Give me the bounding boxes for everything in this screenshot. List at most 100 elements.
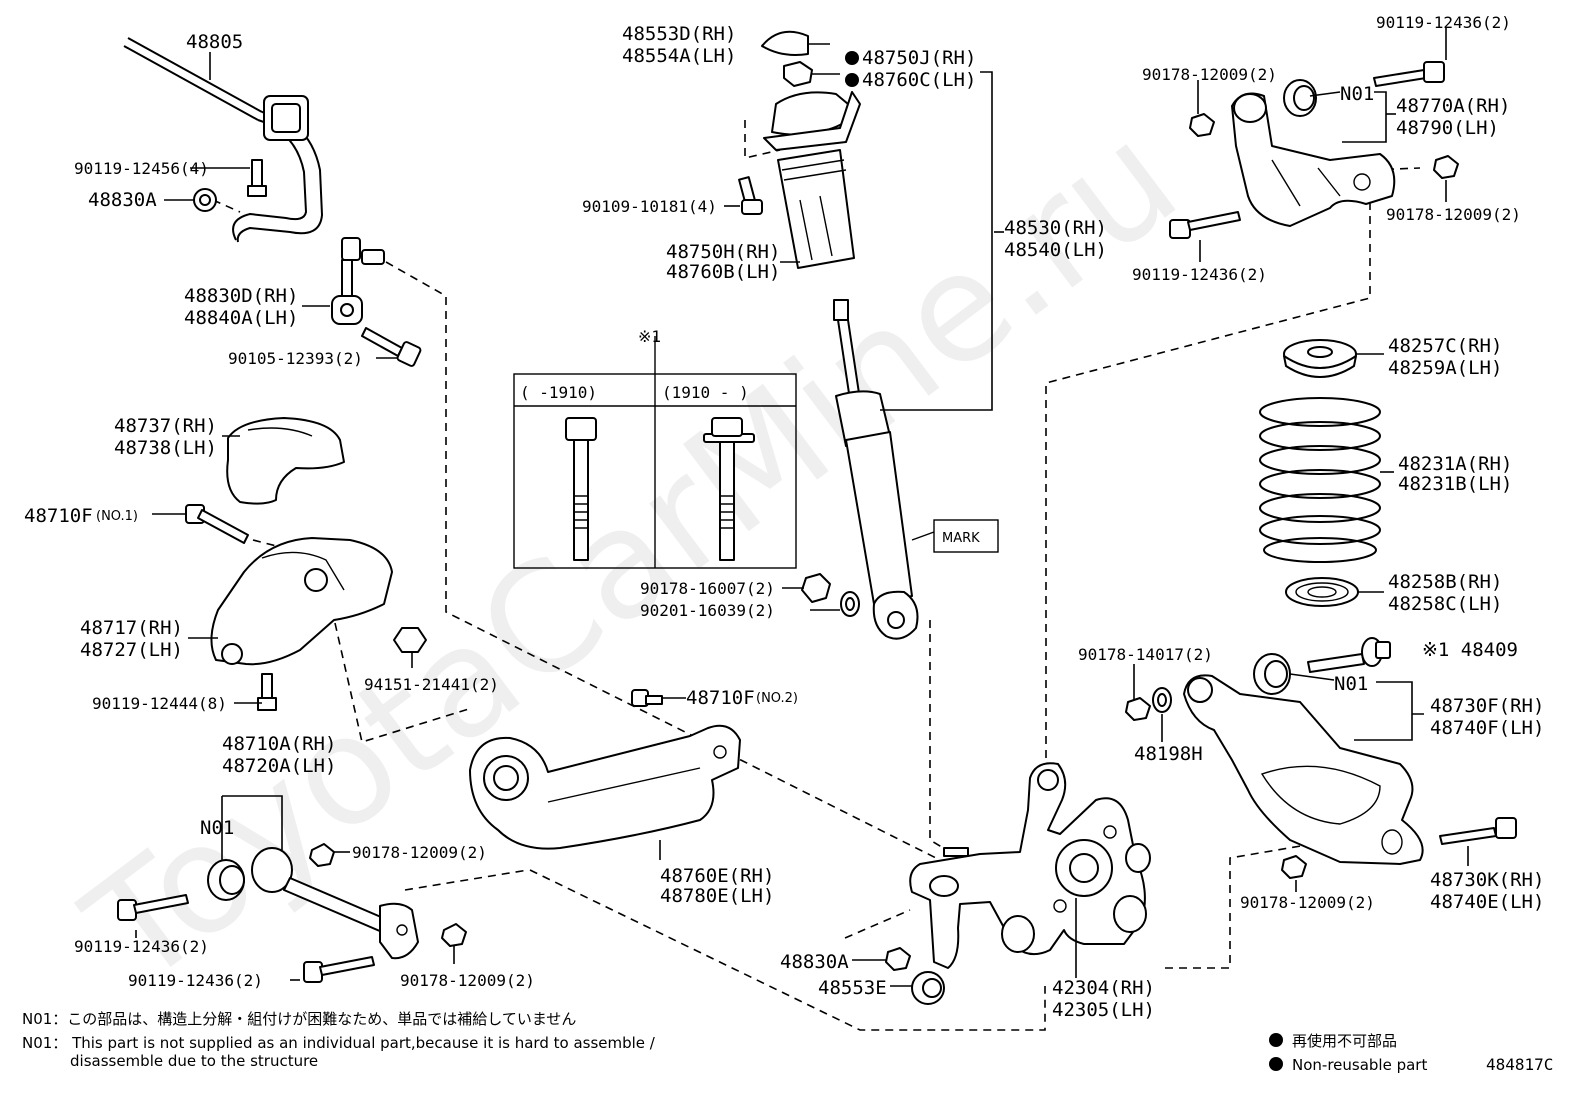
upper-spring-insulator [1283, 339, 1357, 378]
label-mark: MARK [942, 531, 980, 546]
knuckle-nut [885, 947, 911, 971]
toe-arm-bushing [1283, 79, 1317, 117]
toe-arm-nut-right [1433, 155, 1459, 179]
cam-nut [1125, 697, 1151, 721]
legend: 再使用不可部品 Non-reusable part [1269, 1032, 1427, 1074]
label-48720a: 48720A(LH) [222, 755, 336, 777]
label-48760c: 48760C(LH) [862, 69, 976, 91]
label-no2-suffix: (NO.2) [756, 691, 798, 706]
label-48730k: 48730K(RH) [1430, 869, 1544, 891]
mount-bolt [738, 176, 763, 215]
protector-cover [226, 417, 345, 505]
label-48198h: 48198H [1134, 743, 1203, 765]
dust-boot [777, 149, 855, 269]
rear-axle-knuckle [909, 762, 1151, 969]
label-90178-12009-e: 90178-12009(2) [1240, 893, 1375, 912]
note-n01-english-line2: disassemble due to the structure [70, 1052, 318, 1070]
label-90178-14017: 90178-14017(2) [1078, 645, 1213, 664]
label-48790: 48790(LH) [1396, 117, 1499, 139]
label-90119-12436-d: 90119-12436(2) [1132, 265, 1267, 284]
label-48710f-no1: 48710F [24, 505, 93, 527]
label-48231a: 48231A(RH) [1398, 453, 1512, 475]
label-90178-12009-a: 90178-12009(2) [352, 843, 487, 862]
bolt-old-type [565, 417, 597, 561]
shock-nut [801, 573, 831, 603]
mount-nut [783, 61, 813, 87]
diagram-id: 484817C [1486, 1055, 1553, 1074]
shock-absorber [833, 299, 919, 640]
label-90178-16007: 90178-16007(2) [640, 579, 775, 598]
bolt-no2 [631, 689, 663, 707]
label-90105-12393: 90105-12393(2) [228, 349, 363, 368]
label-48730f: 48730F(RH) [1430, 695, 1544, 717]
label-48257c: 48257C(RH) [1388, 335, 1502, 357]
link-bolt [361, 327, 422, 367]
label-48231b: 48231B(LH) [1398, 473, 1512, 495]
label-table-col2: (1910 - ) [662, 383, 749, 402]
label-94151-21441: 94151-21441(2) [364, 675, 499, 694]
label-no1-suffix: (NO.1) [96, 509, 138, 524]
support-bracket [210, 537, 427, 666]
label-90119-12436-b: 90119-12436(2) [128, 971, 263, 990]
legend-text-en: Non-reusable part [1292, 1056, 1427, 1074]
label-90119-12456: 90119-12456(4) [74, 159, 209, 178]
toe-arm-bolt-top [1373, 61, 1445, 87]
label-48553e: 48553E [818, 977, 887, 999]
note-n01-english-line1: N01： This part is not supplied as an ind… [22, 1034, 656, 1052]
coil-spring [1259, 397, 1381, 563]
legend-dot-jp [1269, 1033, 1283, 1047]
lower-link-arm [251, 847, 419, 960]
label-90201-16039: 90201-16039(2) [640, 601, 775, 620]
dust-cap [761, 30, 809, 56]
label-48830a: 48830A [88, 189, 157, 211]
label-42304: 42304(RH) [1052, 977, 1155, 999]
cam-bolt [1307, 637, 1391, 673]
small-nut-b [441, 923, 467, 947]
label-90119-12444: 90119-12444(8) [92, 694, 227, 713]
label-90119-12436-a: 90119-12436(2) [74, 937, 209, 956]
footnotes: N01：この部品は、構造上分解・組付けが困難なため、単品では補給していません N… [22, 1010, 656, 1070]
upper-mount [763, 91, 861, 151]
link-bushing [207, 859, 245, 901]
non-reusable-dot-2 [845, 73, 859, 87]
bolt-12436-bottom [303, 956, 375, 983]
label-48840a: 48840A(LH) [184, 307, 298, 329]
bolt-12436-left [117, 894, 189, 921]
label-48770a: 48770A(RH) [1396, 95, 1510, 117]
shock-washer [840, 591, 860, 617]
label-90109-10181: 90109-10181(4) [582, 197, 717, 216]
part-labels: 48805 90119-12456(4) 48830A 48830D(RH) 4… [24, 13, 1544, 1021]
bolt-comparison-table [513, 336, 797, 569]
label-48258c: 48258C(LH) [1388, 593, 1502, 615]
label-48738: 48738(LH) [114, 437, 217, 459]
label-48750h: 48750H(RH) [666, 241, 780, 263]
stabilizer-bolt [247, 159, 267, 197]
label-48710f-no2: 48710F [686, 687, 755, 709]
label-n01-top: N01 [1340, 83, 1374, 105]
label-48760b: 48760B(LH) [666, 261, 780, 283]
label-48760e: 48760E(RH) [660, 865, 774, 887]
label-48830a-knuckle: 48830A [780, 951, 849, 973]
label-48553d: 48553D(RH) [622, 23, 736, 45]
label-42305: 42305(LH) [1052, 999, 1155, 1021]
legend-text-jp: 再使用不可部品 [1292, 1032, 1397, 1050]
toe-arm-bolt-bottom [1169, 211, 1241, 239]
label-48530: 48530(RH) [1004, 217, 1107, 239]
stabilizer-link [331, 237, 385, 325]
label-48258b: 48258B(RH) [1388, 571, 1502, 593]
lower-arm-bolt [1439, 817, 1517, 845]
stabilizer-nut [193, 188, 217, 212]
lower-control-arm [1183, 674, 1424, 865]
toe-arm-nut-left [1189, 113, 1215, 137]
label-48750j: 48750J(RH) [862, 47, 976, 69]
label-48554a: 48554A(LH) [622, 45, 736, 67]
mark-tag [911, 519, 999, 553]
label-ref-1: ※1 [638, 327, 661, 346]
lower-spring-insulator [1285, 577, 1359, 607]
label-n01-right: N01 [1334, 673, 1368, 695]
label-48409: ※1 48409 [1422, 639, 1518, 661]
toe-control-arm [1231, 92, 1396, 227]
stabilizer-bar [123, 37, 323, 243]
label-48780e: 48780E(LH) [660, 885, 774, 907]
